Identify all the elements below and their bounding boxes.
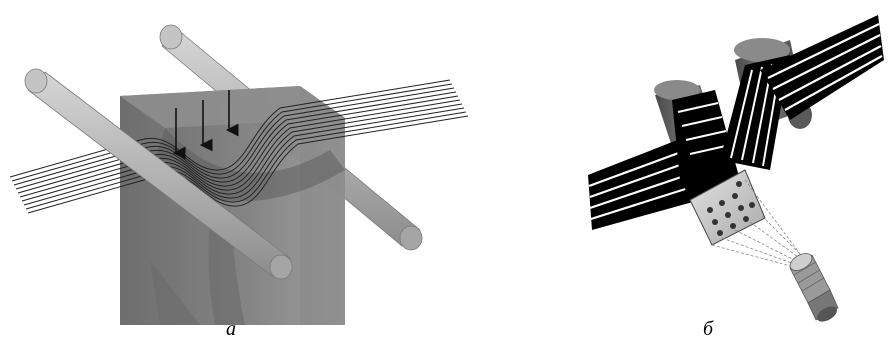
caption-b: б [688,318,728,341]
caption-a: а [211,318,251,341]
panel-b-diagram [588,15,884,325]
panel-a-diagram [10,25,468,325]
light-source [787,250,839,325]
